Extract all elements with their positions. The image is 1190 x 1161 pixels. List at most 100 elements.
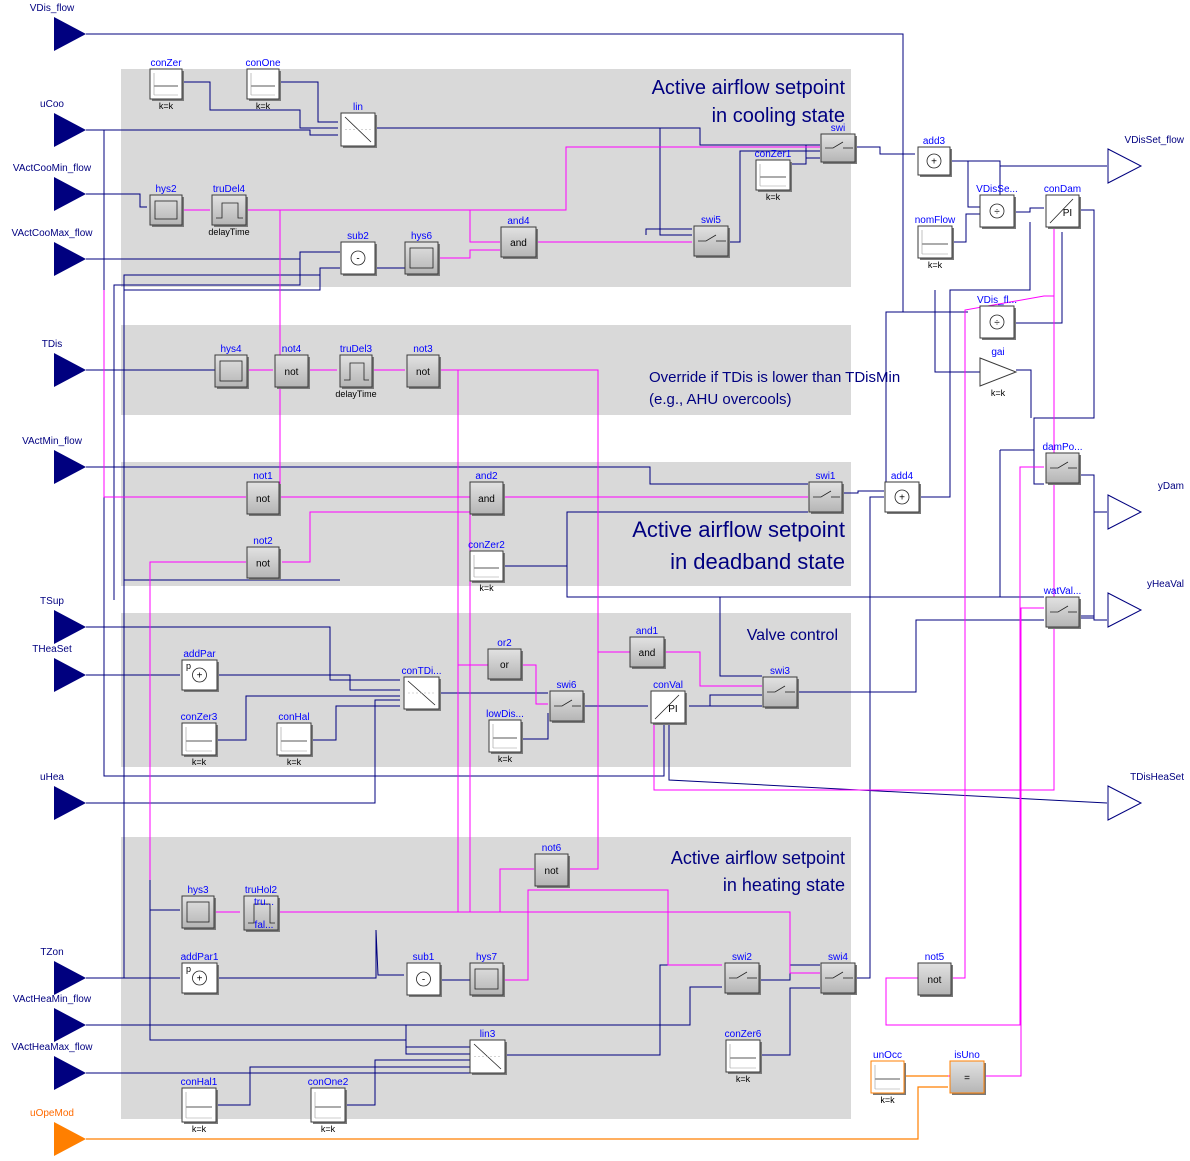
wire <box>217 929 404 979</box>
input-VDis_flow-label: VDis_flow <box>30 3 75 14</box>
wire <box>999 450 1044 598</box>
block-sub2[interactable]: -sub2 <box>340 231 377 276</box>
block-conZer2-param: k=k <box>479 583 494 593</box>
block-conZer1-name: conZer1 <box>755 149 792 160</box>
block-addPar-p: p <box>186 661 191 671</box>
block-conTDi[interactable]: conTDi... <box>401 666 442 711</box>
block-truHol2[interactable]: tru...fal...truHol2 <box>243 885 280 932</box>
input-VActHeaMin_flow[interactable]: VActHeaMin_flow <box>13 994 92 1042</box>
input-VActHeaMax_flow[interactable]: VActHeaMax_flow <box>12 1042 94 1090</box>
block-swi4[interactable]: swi4 <box>820 952 857 995</box>
block-VDisfl[interactable]: ÷VDis_fl... <box>977 295 1017 340</box>
block-hys4[interactable]: hys4 <box>214 344 249 389</box>
block-addPar-symbol: + <box>197 671 203 682</box>
output-TDisHeaSet[interactable]: TDisHeaSet <box>1107 772 1184 821</box>
block-swi2[interactable]: swi2 <box>724 952 761 995</box>
block-lowDis[interactable]: lowDis...k=k <box>486 709 524 764</box>
block-not6-symbol: not <box>545 866 559 877</box>
block-swi1[interactable]: swi1 <box>808 471 844 514</box>
block-damPo[interactable]: damPo... <box>1042 442 1083 485</box>
block-add3[interactable]: +add3 <box>917 136 952 177</box>
block-swi5[interactable]: swi5 <box>693 215 730 258</box>
wire <box>216 1066 470 1106</box>
block-lin3[interactable]: lin3 <box>469 1029 507 1075</box>
block-and2-name: and2 <box>475 471 498 482</box>
block-and2-symbol: and <box>478 494 495 505</box>
block-conZer6-name: conZer6 <box>725 1029 762 1040</box>
block-not3-symbol: not <box>416 367 430 378</box>
wire <box>113 252 301 600</box>
input-VActMin_flow[interactable]: VActMin_flow <box>22 436 86 484</box>
block-conZer3-param: k=k <box>192 757 207 767</box>
block-swi6[interactable]: swi6 <box>549 680 585 723</box>
input-VActCooMax_flow[interactable]: VActCooMax_flow <box>12 228 94 276</box>
block-sub1[interactable]: -sub1 <box>406 952 442 997</box>
connection-wires <box>86 33 1108 1140</box>
input-TSup[interactable]: TSup <box>40 596 86 644</box>
wire <box>952 160 980 208</box>
wire <box>499 868 534 912</box>
block-lin3-name: lin3 <box>480 1029 496 1040</box>
block-and1-symbol: and <box>639 648 656 659</box>
block-add4[interactable]: +add4 <box>884 471 921 514</box>
block-and4-name: and4 <box>507 216 530 227</box>
block-swi[interactable]: swi <box>820 123 857 164</box>
block-hys2[interactable]: hys2 <box>149 184 184 227</box>
block-lin[interactable]: lin <box>340 102 377 148</box>
input-TZon[interactable]: TZon <box>40 947 86 995</box>
wire <box>277 81 338 123</box>
block-isUno-name: isUno <box>954 1050 980 1061</box>
block-hys3[interactable]: hys3 <box>181 885 216 930</box>
input-uOpeMod[interactable]: uOpeMod <box>30 1108 86 1156</box>
output-VDisSet_flow[interactable]: VDisSet_flow <box>1107 135 1185 184</box>
input-uHea[interactable]: uHea <box>40 772 86 820</box>
note-override-line2: (e.g., AHU overcools) <box>649 391 792 408</box>
block-hys7[interactable]: hys7 <box>469 952 505 997</box>
block-VDisSe[interactable]: ÷VDisSe... <box>976 184 1018 229</box>
block-watVal[interactable]: watVal... <box>1043 586 1082 629</box>
output-yDam[interactable]: yDam <box>1107 481 1184 530</box>
input-VActCooMin_flow[interactable]: VActCooMin_flow <box>13 163 92 211</box>
block-swi3[interactable]: swi3 <box>762 666 799 709</box>
input-uCoo[interactable]: uCoo <box>40 99 86 147</box>
block-hys6[interactable]: hys6 <box>404 231 440 276</box>
input-VDis_flow[interactable]: VDis_flow <box>30 3 86 51</box>
block-truHol2-sub2: fal... <box>255 920 274 931</box>
wire <box>522 664 548 705</box>
block-isUno[interactable]: =isUno <box>949 1050 986 1095</box>
output-yHeaVal[interactable]: yHeaVal <box>1107 579 1184 628</box>
wire <box>86 193 147 208</box>
block-and2[interactable]: and and2 <box>469 471 505 516</box>
wire <box>86 466 808 485</box>
wire <box>952 213 980 243</box>
input-TDis[interactable]: TDis <box>42 339 86 387</box>
input-THeaSet[interactable]: THeaSet <box>32 644 86 692</box>
